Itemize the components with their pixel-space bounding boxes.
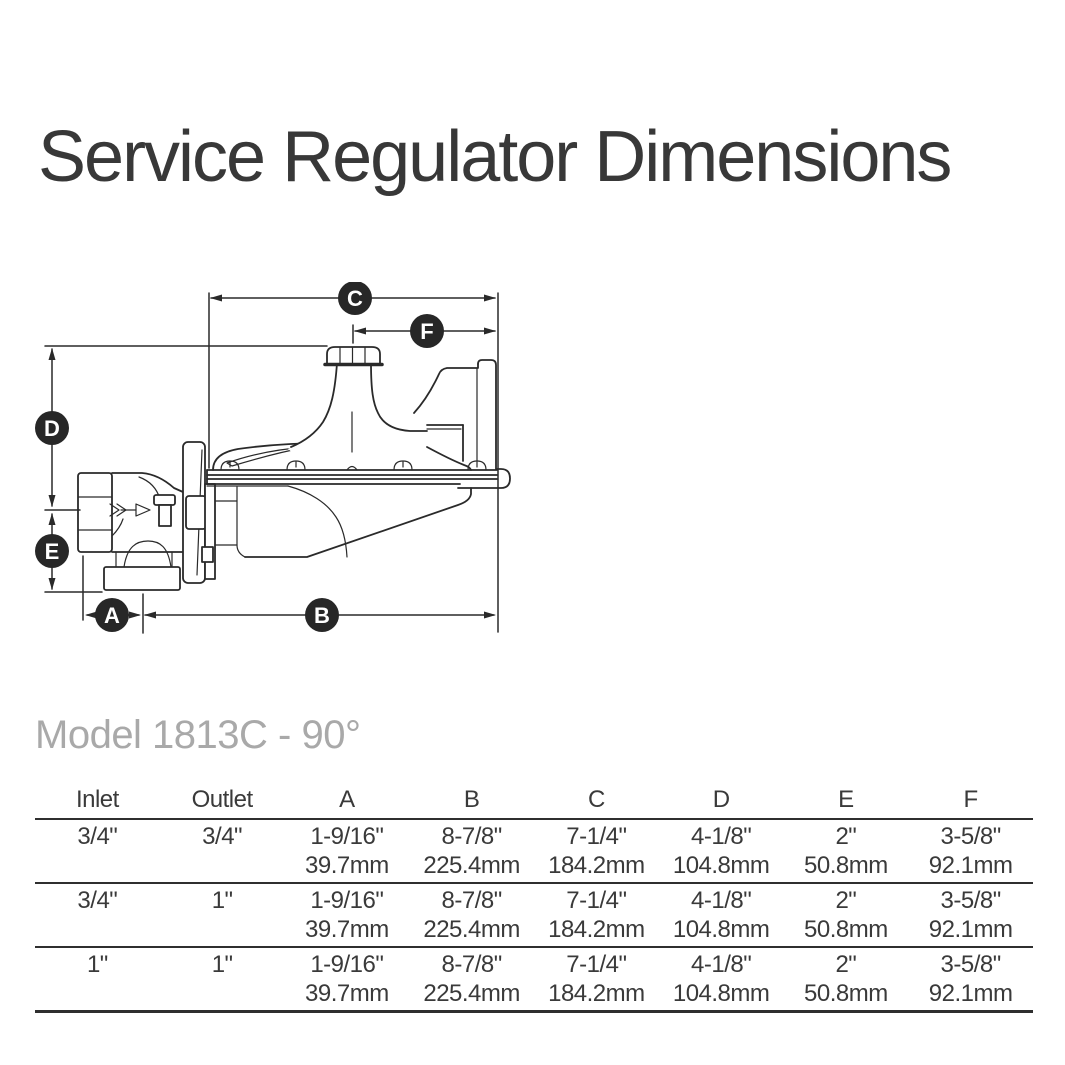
svg-text:C: C: [347, 286, 363, 311]
table-cell: 3-5/8"92.1mm: [928, 823, 1013, 879]
table-cell: 4-1/8"104.8mm: [672, 887, 770, 943]
dimension-f: F: [354, 314, 496, 348]
dimension-label-e: [35, 534, 69, 568]
outlet-flange: [103, 566, 181, 591]
column-header-outlet: Outlet: [191, 786, 254, 813]
svg-text:E: E: [45, 539, 60, 564]
dimension-b: B: [144, 598, 496, 632]
lower-diaphragm-case: [206, 485, 472, 558]
table-header-row: Inlet Outlet A B C D E F: [35, 778, 1033, 820]
table-cell: 3/4": [202, 823, 243, 850]
table-cell: 2"50.8mm: [804, 951, 888, 1007]
flow-direction-arrow-icon: [109, 503, 151, 517]
table-cell: 3-5/8"92.1mm: [928, 951, 1013, 1007]
table-cell: 1-9/16"39.7mm: [305, 951, 389, 1007]
column-header-e: E: [838, 786, 854, 813]
mounting-flange-plate: [182, 441, 216, 584]
table-cell: 7-1/4"184.2mm: [548, 951, 645, 1007]
regulator-body: [77, 346, 511, 591]
vent-bracket: [413, 359, 497, 470]
table-cell: 1": [211, 951, 233, 978]
table-cell: 8-7/8"225.4mm: [423, 951, 520, 1007]
table-cell: 2"50.8mm: [804, 887, 888, 943]
dimensions-table: Inlet Outlet A B C D E F 3/4" 3/4" 1-9/1…: [35, 778, 1033, 1013]
table-cell: 3-5/8"92.1mm: [928, 887, 1013, 943]
spring-tower: [288, 362, 428, 457]
table-cell: 3/4": [77, 887, 118, 914]
svg-text:B: B: [314, 603, 330, 628]
regulator-technical-drawing: C F D: [35, 282, 511, 634]
page-title: Service Regulator Dimensions: [38, 117, 952, 197]
dimension-label-a: [95, 598, 129, 632]
svg-text:A: A: [104, 603, 120, 628]
table-cell: 1": [86, 951, 108, 978]
table-cell: 8-7/8"225.4mm: [423, 823, 520, 879]
svg-text:F: F: [420, 319, 433, 344]
dimension-c: C: [210, 282, 496, 315]
table-cell: 4-1/8"104.8mm: [672, 951, 770, 1007]
dimension-label-c: [338, 282, 372, 315]
union-bolt: [153, 494, 176, 506]
inlet-fitting: [77, 472, 113, 553]
table-cell: 1-9/16"39.7mm: [305, 823, 389, 879]
model-heading: Model 1813C - 90°: [35, 713, 361, 757]
table-cell: 8-7/8"225.4mm: [423, 887, 520, 943]
table-cell: 3/4": [77, 823, 118, 850]
table-cell: 1": [211, 887, 233, 914]
table-cell: 1-9/16"39.7mm: [305, 887, 389, 943]
column-header-d: D: [712, 786, 730, 813]
table-cell: 7-1/4"184.2mm: [548, 887, 645, 943]
table-cell: 7-1/4"184.2mm: [548, 823, 645, 879]
dimension-label-f: [410, 314, 444, 348]
column-header-inlet: Inlet: [75, 786, 119, 813]
table-row: 3/4" 1" 1-9/16"39.7mm 8-7/8"225.4mm 7-1/…: [35, 884, 1033, 948]
column-header-b: B: [463, 786, 480, 813]
column-header-a: A: [339, 786, 355, 813]
dimension-d: D: [35, 348, 69, 507]
column-header-f: F: [963, 786, 979, 813]
dimension-label-b: [305, 598, 339, 632]
table-cell: 2"50.8mm: [804, 823, 888, 879]
dimension-label-d: [35, 411, 69, 445]
table-row: 3/4" 3/4" 1-9/16"39.7mm 8-7/8"225.4mm 7-…: [35, 820, 1033, 884]
flange-screws: [220, 460, 487, 471]
diaphragm-flange: [206, 468, 511, 489]
dimension-e: E: [35, 513, 69, 590]
table-row: 1" 1" 1-9/16"39.7mm 8-7/8"225.4mm 7-1/4"…: [35, 948, 1033, 1013]
dimension-a: A: [85, 598, 141, 632]
svg-text:D: D: [44, 416, 60, 441]
dimension-lines: C F D: [35, 282, 499, 634]
column-header-c: C: [587, 786, 605, 813]
table-cell: 4-1/8"104.8mm: [672, 823, 770, 879]
closing-cap: [323, 346, 384, 367]
